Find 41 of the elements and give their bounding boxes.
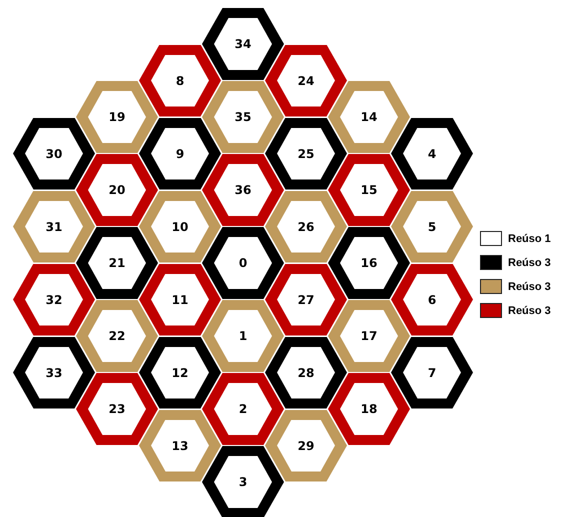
cell-number: 2 — [238, 402, 248, 416]
cell-number: 25 — [298, 146, 314, 160]
cell-number: 26 — [298, 220, 314, 234]
cell-number: 33 — [46, 366, 62, 380]
cell-number: 31 — [46, 220, 62, 234]
cell-number: 0 — [238, 256, 248, 270]
cell-number: 15 — [360, 183, 378, 197]
cell-number: 8 — [176, 74, 184, 88]
legend-label: Reúso 3 — [508, 256, 551, 268]
cell-number: 30 — [46, 146, 62, 160]
cell-number: 22 — [108, 329, 126, 343]
cell-number: 5 — [428, 220, 436, 234]
cell-number: 19 — [108, 110, 126, 124]
cell-number: 24 — [298, 74, 314, 88]
cell-number: 17 — [360, 329, 378, 343]
cell-number: 21 — [108, 256, 126, 270]
cell-number: 36 — [234, 183, 252, 197]
cell-number: 35 — [234, 110, 252, 124]
cell-number: 6 — [428, 292, 436, 306]
cell-number: 27 — [298, 292, 314, 306]
cell-number: 1 — [238, 329, 248, 343]
cell-number: 20 — [108, 183, 126, 197]
legend-label: Reúso 1 — [508, 232, 551, 244]
cell-number: 29 — [298, 438, 314, 452]
cell-number: 7 — [428, 366, 436, 380]
cell-number: 34 — [234, 37, 252, 51]
cell-number: 32 — [46, 292, 62, 306]
cell-number: 10 — [172, 220, 188, 234]
cell-number: 28 — [298, 366, 314, 380]
legend-label: Reúso 3 — [508, 304, 551, 316]
cell-number: 23 — [108, 402, 126, 416]
cell-number: 12 — [172, 366, 188, 380]
cell-number: 9 — [176, 146, 184, 160]
cell-number: 14 — [360, 110, 378, 124]
legend-label: Reúso 3 — [508, 280, 551, 292]
cell-number: 4 — [428, 146, 436, 160]
cell-number: 3 — [238, 475, 248, 489]
cell-number: 13 — [172, 438, 188, 452]
cell-number: 18 — [360, 402, 378, 416]
cell-number: 11 — [172, 292, 188, 306]
cell-number: 16 — [360, 256, 378, 270]
